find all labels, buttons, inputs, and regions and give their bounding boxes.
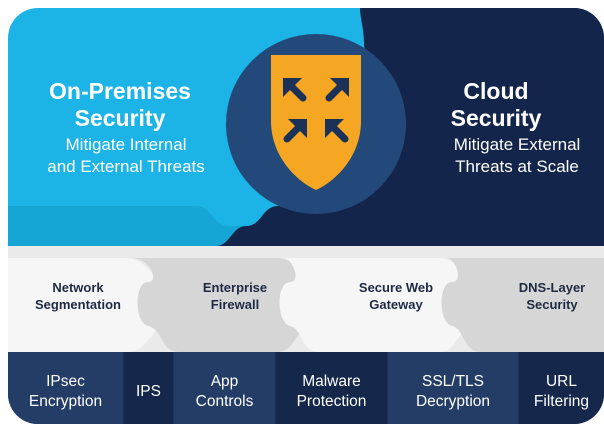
bottom-item: IPS xyxy=(124,382,173,402)
bottom-cell-bg xyxy=(388,348,518,424)
middle-item-line: Firewall xyxy=(210,297,260,312)
on-premises-subtitle-line-2: and External Threats xyxy=(47,157,205,176)
bottom-cell-bg xyxy=(519,348,604,424)
bottom-item: Malware Protection xyxy=(276,372,387,412)
middle-item-line: Network xyxy=(52,280,104,295)
bottom-item-line: IPsec xyxy=(46,373,85,390)
bottom-item-line: IPS xyxy=(136,383,161,400)
on-premises-title-line-2: Security xyxy=(74,105,166,131)
on-premises-subtitle: Mitigate Internal and External Threats xyxy=(22,134,230,178)
bottom-item: URL Filtering xyxy=(519,372,604,412)
bottom-cell-bg xyxy=(276,348,387,424)
middle-item: Secure Web Gateway xyxy=(336,279,456,313)
on-premises-title: On-Premises Security xyxy=(22,78,218,132)
bottom-cell-bg xyxy=(8,348,123,424)
middle-blob xyxy=(132,258,324,352)
middle-item-line: Enterprise xyxy=(202,280,268,295)
bottom-item-line: Protection xyxy=(296,393,367,410)
middle-blob xyxy=(279,258,486,352)
shield-arrows-icon xyxy=(226,34,406,214)
bottom-cell-bg xyxy=(124,348,173,424)
bottom-item: SSL/TLS Decryption xyxy=(388,372,518,412)
middle-item: Network Segmentation xyxy=(10,279,146,313)
bottom-item-line: URL xyxy=(545,373,577,390)
cloud-subtitle-line-2: Threats at Scale xyxy=(455,157,579,176)
middle-item: Enterprise Firewall xyxy=(180,279,290,313)
bottom-item: IPsec Encryption xyxy=(8,372,123,412)
bottom-item-line: App xyxy=(210,373,239,390)
middle-item-line: Segmentation xyxy=(35,297,121,312)
cloud-subtitle-line-1: Mitigate External xyxy=(453,135,581,154)
bottom-item-line: Filtering xyxy=(533,393,590,410)
on-premises-title-line-1: On-Premises xyxy=(49,78,191,104)
on-premises-subtitle-line-1: Mitigate Internal xyxy=(65,135,187,154)
navy-band-top xyxy=(424,8,604,40)
bottom-item: App Controls xyxy=(174,372,275,412)
bottom-item-line: Controls xyxy=(195,393,254,410)
arrows xyxy=(283,78,349,143)
middle-item-line: DNS-Layer xyxy=(518,280,586,295)
cloud-title: Cloud Security xyxy=(424,78,568,132)
middle-blob xyxy=(8,258,178,352)
middle-item: DNS-Layer Security xyxy=(504,279,600,313)
cyan-edge xyxy=(8,206,246,246)
middle-item-line: Security xyxy=(526,297,578,312)
bottom-cell-bg xyxy=(174,348,275,424)
bottom-item-line: Malware xyxy=(302,373,361,390)
middle-blob xyxy=(441,258,604,352)
bottom-item-line: Decryption xyxy=(415,393,491,410)
middle-item-line: Secure Web xyxy=(358,280,434,295)
cloud-title-line-2: Security xyxy=(450,105,542,131)
cloud-subtitle: Mitigate External Threats at Scale xyxy=(430,134,604,178)
cloud-title-line-1: Cloud xyxy=(463,78,529,104)
middle-item-line: Gateway xyxy=(369,297,423,312)
bottom-item-line: Encryption xyxy=(28,393,103,410)
bottom-item-line: SSL/TLS xyxy=(421,373,485,390)
